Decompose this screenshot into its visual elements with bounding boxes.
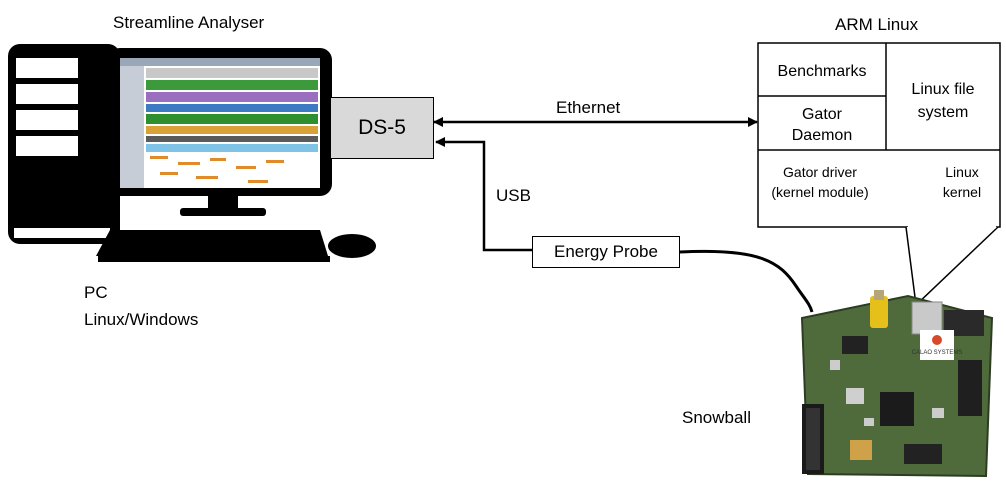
energy-probe-box: Energy Probe	[532, 236, 680, 268]
arm-linux-stack	[757, 42, 1001, 307]
board-logo-text: CALAO SYSTEMS	[912, 350, 963, 356]
usb-label: USB	[496, 186, 531, 205]
keyboard-icon	[96, 230, 330, 262]
probe-cable	[679, 249, 814, 313]
mouse-icon	[328, 234, 376, 258]
energy-probe-label: Energy Probe	[554, 242, 658, 261]
gator-daemon-label-line2: Daemon	[792, 127, 852, 144]
gator-driver-label-line2: (kernel module)	[771, 184, 868, 200]
gator-driver-label-line1: Gator driver	[783, 164, 857, 180]
pc-tower-icon	[8, 44, 120, 244]
pc-os-label: Linux/Windows	[84, 310, 198, 329]
ds5-label: DS-5	[358, 116, 406, 139]
arm-linux-label: ARM Linux	[835, 15, 919, 34]
snowball-board-icon: CALAO SYSTEMS	[800, 290, 994, 478]
monitor-icon	[108, 48, 332, 216]
pc-label: PC	[84, 283, 108, 302]
linux-fs-label-line2: system	[918, 104, 969, 121]
linux-fs-label-line1: Linux file	[911, 81, 974, 98]
linux-kernel-label-line1: Linux	[945, 164, 978, 180]
snowball-label: Snowball	[682, 408, 751, 427]
ethernet-label: Ethernet	[556, 98, 621, 117]
ds5-box: DS-5	[330, 97, 434, 159]
linux-kernel-label-line2: kernel	[943, 184, 981, 200]
gator-daemon-label-line1: Gator	[802, 106, 843, 123]
benchmarks-label: Benchmarks	[778, 63, 867, 80]
usb-connection	[435, 137, 532, 252]
streamline-analyser-label: Streamline Analyser	[113, 13, 265, 32]
